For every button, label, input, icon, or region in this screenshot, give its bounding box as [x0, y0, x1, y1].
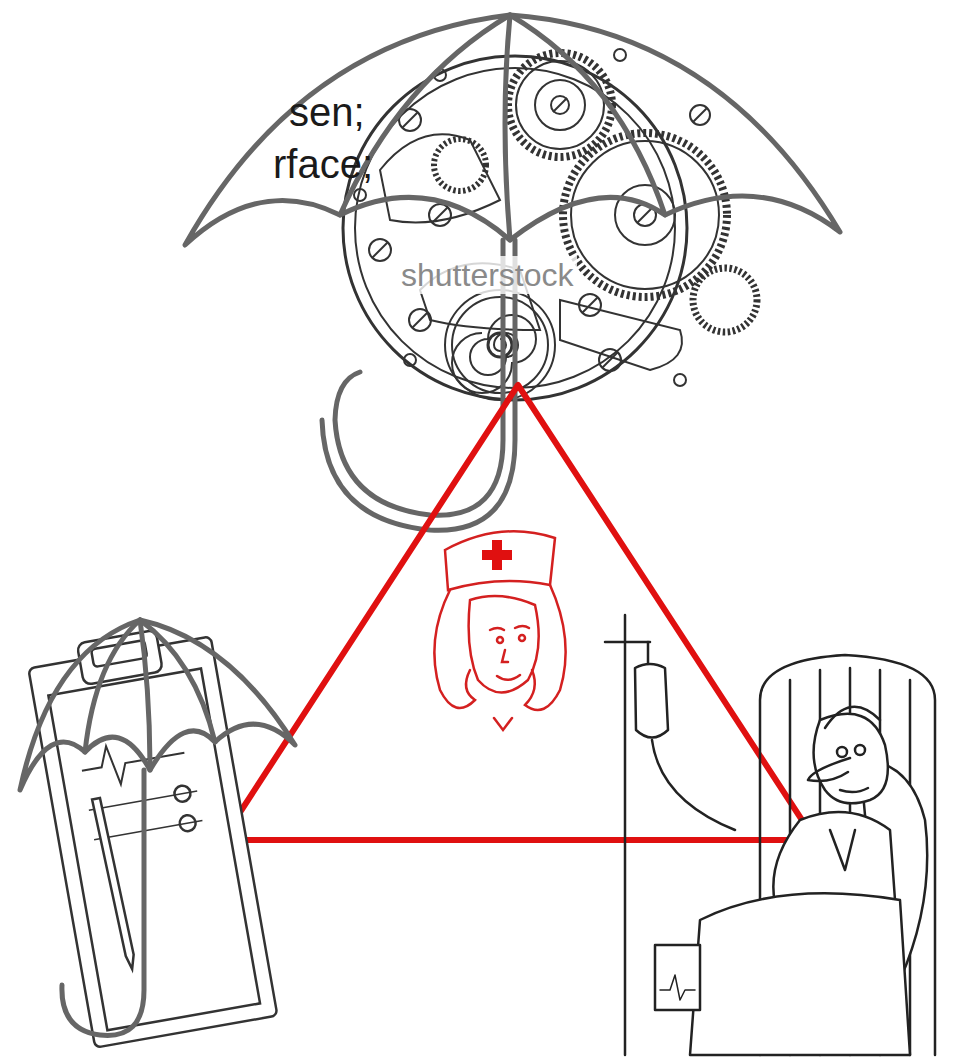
patient-in-bed [605, 615, 935, 1055]
nurse-sketch [434, 531, 565, 730]
clock-mechanism [343, 49, 757, 400]
slide-text: rface; [270, 140, 376, 188]
umbrella [20, 620, 295, 1035]
watermark: shutterstock [398, 256, 577, 294]
clipboard [26, 621, 278, 1048]
slide-text: sen; [286, 88, 368, 136]
umbrella [185, 15, 840, 530]
triangle [222, 385, 815, 840]
